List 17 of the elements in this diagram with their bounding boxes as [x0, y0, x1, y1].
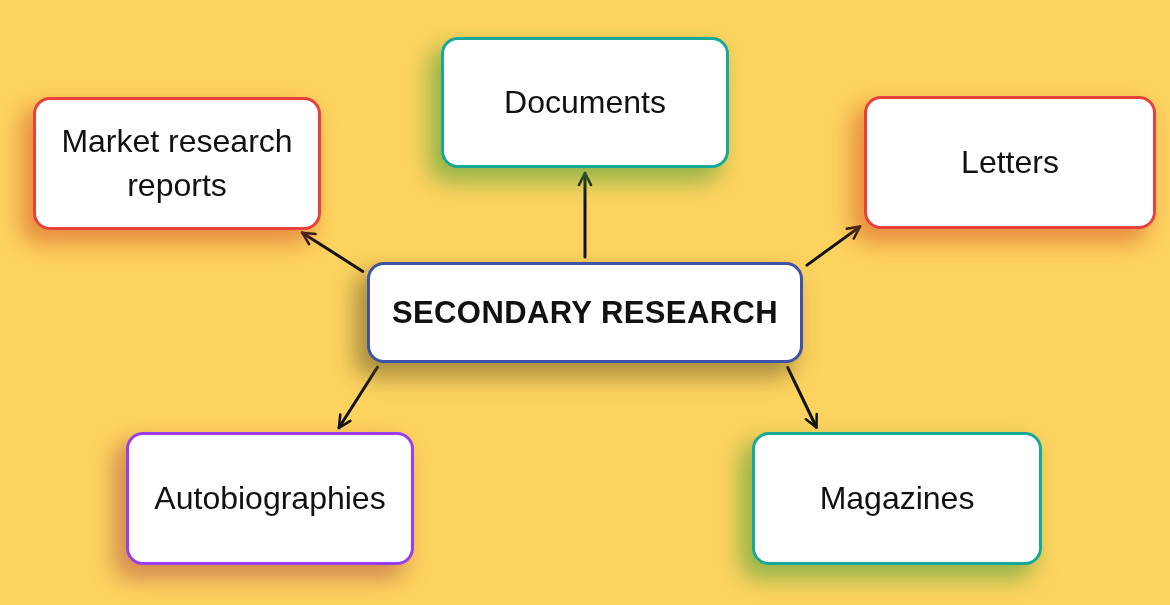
topic-label: Market research reports: [60, 122, 294, 205]
topic-label: Documents: [504, 82, 666, 122]
central-topic-label: SECONDARY RESEARCH: [391, 293, 779, 332]
topic-label: Magazines: [819, 478, 975, 518]
central-topic-box: [367, 262, 803, 363]
topic-label: Letters: [961, 142, 1059, 182]
arrow: [805, 225, 862, 267]
topic-box: [126, 432, 414, 565]
arrow: [786, 366, 818, 429]
topic-label: Autobiographies: [154, 478, 386, 518]
topic-box: [441, 37, 729, 168]
arrow: [300, 231, 365, 273]
topic-box: [864, 96, 1156, 229]
arrow: [577, 171, 593, 259]
arrow: [337, 365, 379, 430]
topic-box: [752, 432, 1042, 565]
topic-box: [33, 97, 321, 230]
